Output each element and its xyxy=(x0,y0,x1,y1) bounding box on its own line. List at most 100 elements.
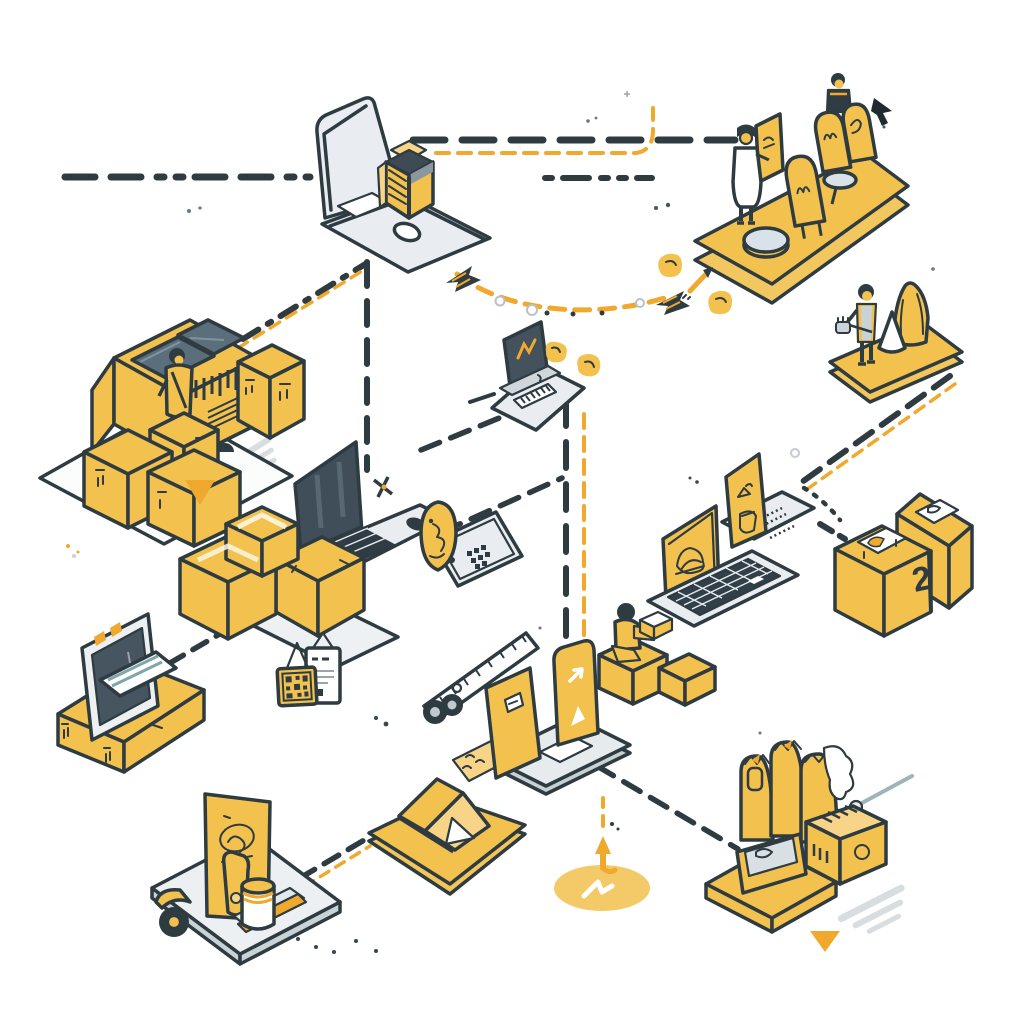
sketch-screen-tall xyxy=(724,452,768,549)
warning-triangle-left xyxy=(185,480,215,505)
measuring-tape xyxy=(422,631,540,724)
courier-head xyxy=(617,603,635,621)
parcel-gray-band xyxy=(409,162,433,185)
route-machine-laptop-gold xyxy=(236,269,364,350)
hand-blob-icon xyxy=(658,253,733,315)
stylus-icon xyxy=(372,476,394,498)
tag-string xyxy=(285,641,310,670)
jar-lid xyxy=(240,877,276,895)
kiosk-platform xyxy=(451,638,632,796)
route-dots-to-boxes xyxy=(801,485,843,523)
parcel xyxy=(226,557,278,641)
arc-dot xyxy=(570,311,576,317)
laptop-with-boxes xyxy=(178,440,450,669)
tag-string xyxy=(311,631,335,650)
machine-wheel xyxy=(216,443,234,452)
arc-node xyxy=(494,295,506,307)
space-key xyxy=(748,576,764,584)
laptop-with-parcel xyxy=(315,96,492,274)
tent-base-line xyxy=(398,816,454,854)
tissue-paper xyxy=(822,745,855,801)
packing-machine xyxy=(38,318,306,548)
route-machine-laptop xyxy=(240,260,370,342)
cursor-arrow xyxy=(871,98,892,126)
checkout-platform xyxy=(693,73,910,305)
stool-leg xyxy=(830,187,838,205)
gray-stool xyxy=(822,170,858,190)
striped-arrow-icon xyxy=(446,266,481,292)
cart-fender xyxy=(154,888,192,910)
held-package-side xyxy=(652,617,674,641)
route-gold-top xyxy=(434,106,655,155)
route-phone-dock xyxy=(439,475,565,535)
mouse xyxy=(392,221,422,243)
stylus-icon xyxy=(468,392,496,404)
monitor-accent xyxy=(110,622,122,637)
clerk-figure xyxy=(731,124,774,225)
machine-unit-right xyxy=(268,359,306,440)
shopping-bags xyxy=(704,740,888,952)
route-platform-laptop2 xyxy=(799,373,953,485)
route-kiosk-bags xyxy=(594,763,741,852)
parcel-open-flap xyxy=(376,160,388,209)
glass-hood xyxy=(176,318,246,356)
numbered-parcels: 2 xyxy=(833,492,974,638)
mascot-phone xyxy=(419,500,524,588)
arc-dot xyxy=(599,310,605,316)
white-sack xyxy=(877,310,907,354)
barcode-bars xyxy=(520,385,551,404)
worker-figure xyxy=(844,284,878,366)
pin-glyph xyxy=(581,879,615,899)
speckle-dots xyxy=(66,91,935,954)
arc-node xyxy=(635,298,645,308)
qr-tag xyxy=(275,665,319,708)
phone-screen-edge xyxy=(438,517,516,581)
folder-card xyxy=(484,666,542,780)
price-tags xyxy=(275,631,342,708)
cursor-tick xyxy=(537,374,542,382)
bag-string-line xyxy=(858,774,914,806)
monitor-on-box xyxy=(56,612,206,774)
ruler-ticks xyxy=(439,635,527,704)
route-into-boxes xyxy=(817,521,848,542)
route-boxes-dock xyxy=(418,391,561,453)
parcel xyxy=(316,556,366,638)
bag-window xyxy=(746,766,764,792)
tall-card xyxy=(552,638,600,747)
courier-leg xyxy=(610,644,642,664)
seat-arch xyxy=(841,102,878,164)
arrow-up-right-icon xyxy=(568,667,584,683)
mini-base xyxy=(498,364,562,397)
triangle-icon xyxy=(571,706,585,726)
parcel-seam xyxy=(927,552,933,613)
tent-mat xyxy=(367,777,527,896)
route-cart-mat-gold xyxy=(303,844,372,888)
route-cart-mat xyxy=(297,836,369,881)
sitting-courier xyxy=(597,603,717,707)
arc-dot xyxy=(544,310,550,316)
parcel xyxy=(260,522,300,578)
monitor-accent xyxy=(94,631,106,646)
hand-blob-icon xyxy=(545,341,601,377)
send-pencil-icon xyxy=(682,267,713,300)
parcel xyxy=(683,665,717,707)
handover-platform xyxy=(828,281,964,404)
barcode-crate-side xyxy=(838,820,888,886)
send-arc-arrows xyxy=(446,98,892,315)
warning-triangle-right xyxy=(810,931,840,952)
crate-contents xyxy=(743,836,799,878)
arc-node xyxy=(526,304,538,316)
delivery-cart xyxy=(150,792,342,966)
crate-stamp xyxy=(854,844,870,860)
bags-base-side xyxy=(770,880,838,934)
pin-arrow-head xyxy=(595,836,611,854)
qr-code xyxy=(467,545,490,569)
seat-arch xyxy=(813,110,853,174)
route-platform-laptop2-gold xyxy=(804,382,957,492)
striped-arrow-icon xyxy=(656,291,690,315)
location-pin xyxy=(554,822,650,911)
seat-arch xyxy=(784,154,827,239)
hand-icon xyxy=(835,316,851,334)
crate-barcode xyxy=(812,804,858,863)
